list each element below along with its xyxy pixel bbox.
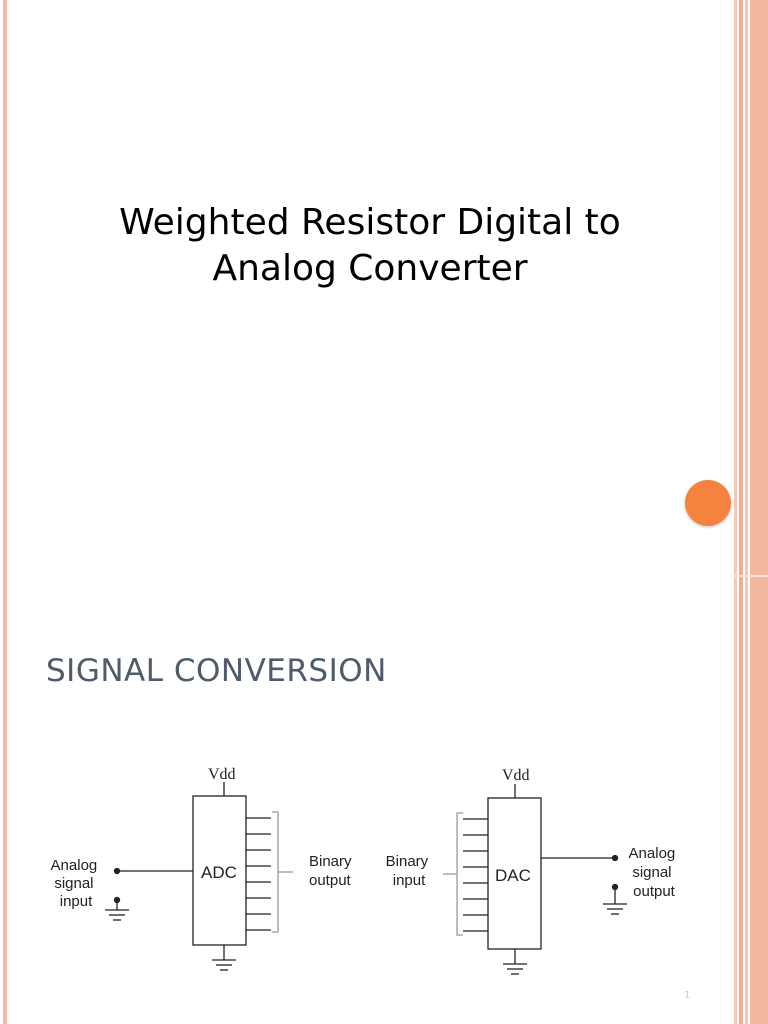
adc-vdd-label: Vdd [208,766,236,783]
title-line-1: Weighted Resistor Digital to [119,202,621,243]
adc-block-label: ADC [201,863,237,882]
dac-input-label-line: input [393,872,426,889]
page-number: 1 [684,990,691,1001]
section-heading: SIGNAL CONVERSION [46,653,387,689]
adc-output-label-line: output [309,872,352,889]
dac-vdd-label: Vdd [502,767,530,784]
right-border-decoration [734,0,768,1024]
adc-input-label-line: signal [54,875,93,892]
adc-output-pins [246,817,271,931]
adc-diagram: Vdd ADC Analog signal input [51,766,356,971]
dac-input-label: Binary input [386,853,433,889]
dac-output-label-line: signal [632,864,671,881]
dac-block [487,797,542,950]
dac-output-label-line: output [633,883,676,900]
adc-output-label: Binary output [309,853,356,889]
title-line-2: Analog Converter [212,248,528,289]
accent-dot [685,480,731,526]
left-border-decoration [0,0,10,1024]
adc-input-label: Analog signal input [51,857,102,910]
slide-title: Weighted Resistor Digital to Analog Conv… [60,200,680,292]
dac-output-label: Analog signal output [629,845,680,900]
dac-input-label-line: Binary [386,853,429,870]
adc-output-label-line: Binary [309,853,352,870]
dac-input-pins [463,818,488,932]
dac-diagram: Vdd DAC Binary input Analog signal [386,767,680,975]
adc-input-label-line: Analog [51,857,98,874]
signal-conversion-diagram: Vdd ADC Analog signal input [51,766,680,975]
dac-block-label: DAC [495,866,531,885]
adc-input-label-line: input [60,893,93,910]
dac-output-label-line: Analog [629,845,676,862]
adc-block [192,795,247,946]
right-divider-line [733,575,768,577]
